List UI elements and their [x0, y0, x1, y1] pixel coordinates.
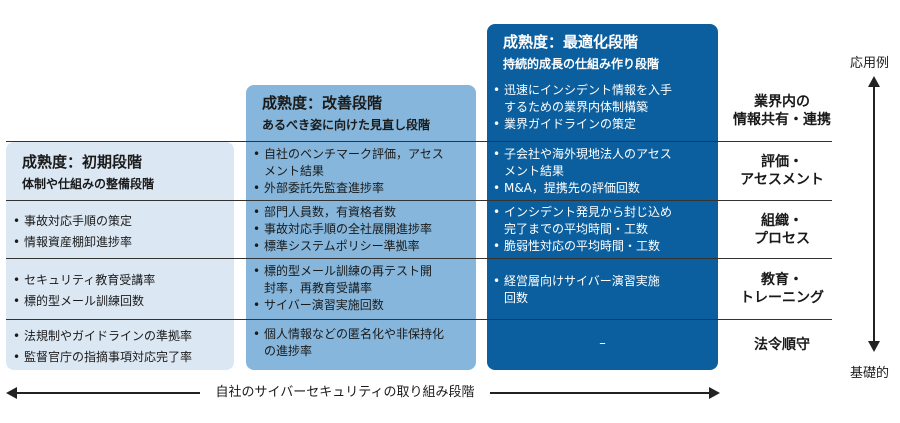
- list-item: 事故対応手順の策定: [13, 213, 132, 230]
- list-item: M&A，提携先の評価回数: [493, 180, 672, 197]
- list-item: 標準システムポリシー準拠率: [253, 238, 432, 255]
- list-item: 法規制やガイドラインの準拠率: [13, 328, 192, 345]
- list-item: 外部委託先監査進捗率: [253, 180, 444, 197]
- row-divider: [6, 258, 832, 259]
- list-item: セキュリティ教育受講率: [13, 272, 155, 289]
- cell-improve-organization: 部門人員数，有資格者数 事故対応手順の全社展開進捗率 標準システムポリシー準拠率: [253, 204, 432, 255]
- list-item: 業界ガイドラインの策定: [493, 116, 672, 133]
- axis-top-label: 応用例: [850, 56, 890, 71]
- stage-improve-title: 成熟度：改善段階: [262, 94, 383, 112]
- category-education-training: 教育・トレーニング: [740, 272, 824, 306]
- cell-initial-compliance: 法規制やガイドラインの準拠率 監督官庁の指摘事項対応完了率: [13, 328, 192, 366]
- category-industry-sharing: 業界内の情報共有・連携: [733, 94, 831, 128]
- cell-initial-organization: 事故対応手順の策定 情報資産棚卸進捗率: [13, 213, 132, 251]
- stage-initial-subtitle: 体制や仕組みの整備段階: [22, 177, 155, 191]
- list-item: 標的型メール訓練回数: [13, 293, 155, 310]
- list-item: 脆弱性対応の平均時間・工数: [493, 238, 672, 255]
- category-compliance: 法令順守: [754, 337, 810, 353]
- category-organization-process: 組織・プロセス: [754, 213, 810, 247]
- row-divider: [6, 200, 832, 201]
- stage-initial-title: 成熟度：初期段階: [22, 153, 143, 171]
- stage-optimize-title: 成熟度：最適化段階: [503, 33, 639, 51]
- row-divider: [6, 141, 832, 142]
- category-assessment: 評価・アセスメント: [740, 154, 824, 188]
- vertical-axis-line: [873, 86, 875, 342]
- cell-initial-training: セキュリティ教育受講率 標的型メール訓練回数: [13, 272, 155, 310]
- cell-optimize-compliance-empty: –: [599, 336, 606, 351]
- stage-improve-subtitle: あるべき姿に向けた見直し段階: [262, 118, 431, 132]
- arrow-right-icon: [709, 387, 720, 399]
- arrow-down-icon: [868, 341, 880, 352]
- row-divider: [6, 319, 832, 320]
- list-item: 部門人員数，有資格者数: [253, 204, 432, 221]
- list-item: 情報資産棚卸進捗率: [13, 234, 132, 251]
- list-item: サイバー演習実施回数: [253, 297, 432, 314]
- axis-bottom-label: 基礎的: [850, 366, 890, 381]
- stage-optimize-subtitle: 持続的成長の仕組み作り段階: [503, 57, 660, 71]
- arrow-up-icon: [868, 76, 880, 87]
- list-item: 事故対応手順の全社展開進捗率: [253, 221, 432, 238]
- horizontal-axis-label: 自社のサイバーセキュリティの取り組み段階: [200, 385, 490, 401]
- list-item: 監督官庁の指摘事項対応完了率: [13, 349, 192, 366]
- arrow-left-icon: [6, 387, 17, 399]
